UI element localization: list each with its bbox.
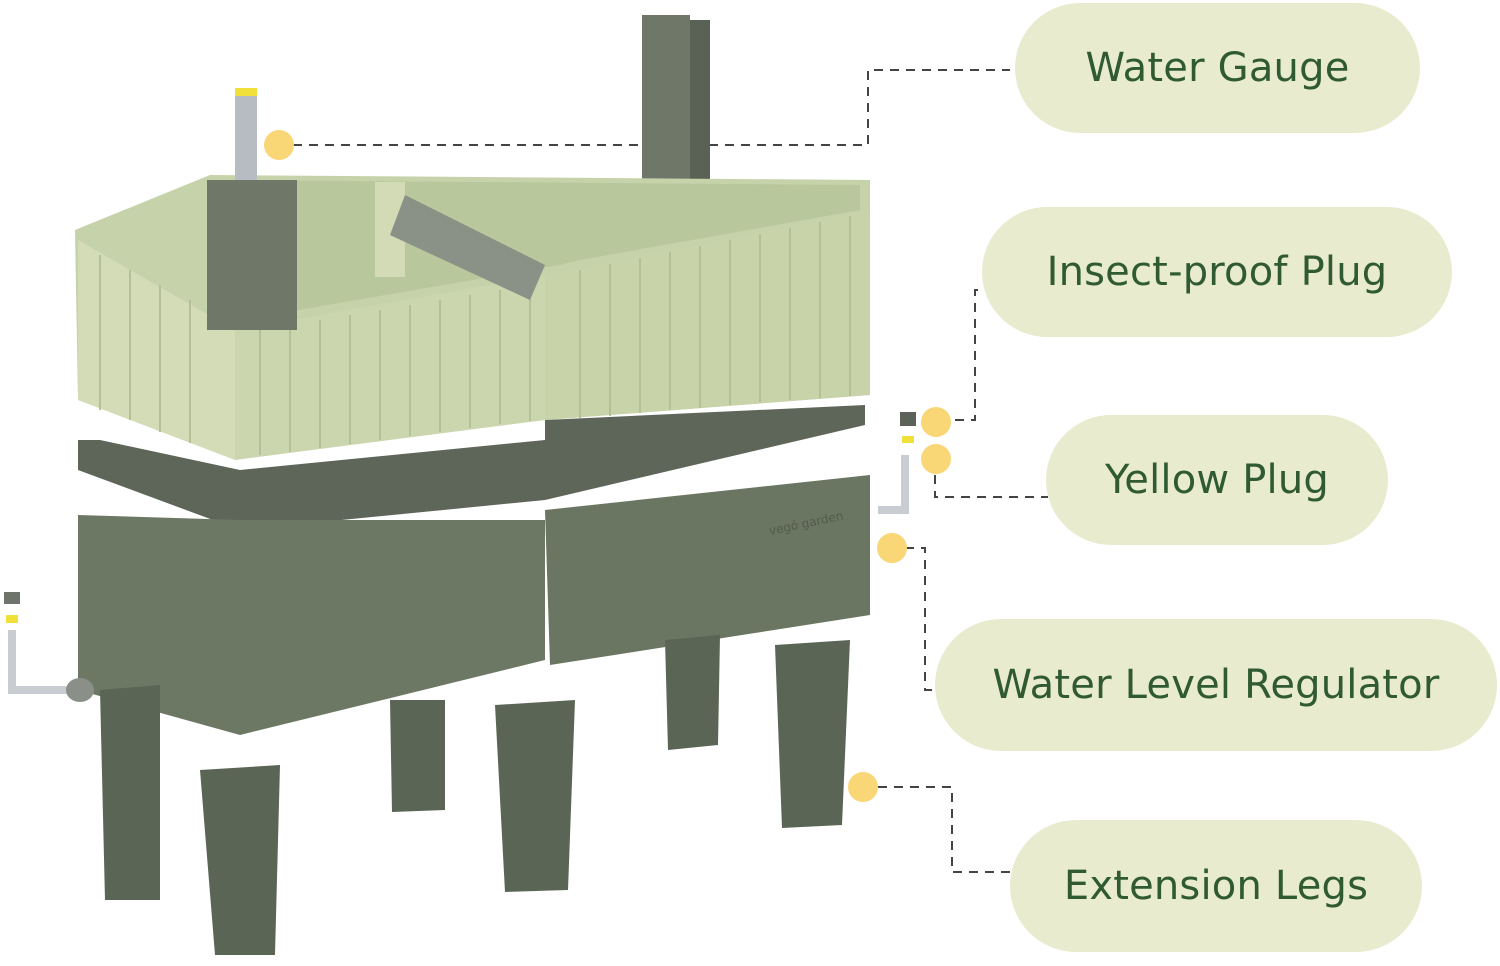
- label-text: Insect-proof Plug: [1046, 249, 1388, 295]
- callout-dot-water-gauge: [264, 130, 294, 160]
- water-gauge-left: [207, 88, 297, 330]
- leader-line-insect-proof-plug: [955, 289, 985, 421]
- callout-dot-extension-legs: [848, 772, 878, 802]
- callout-dot-water-level-regulator: [877, 533, 907, 563]
- planter-frame: [75, 175, 870, 460]
- leader-line-water-level-regulator: [905, 547, 938, 691]
- label-text: Water Gauge: [1085, 45, 1350, 91]
- label-yellow-plug: Yellow Plug: [1046, 415, 1388, 545]
- callout-dot-insect-proof-plug: [921, 407, 951, 437]
- leader-line-yellow-plug: [934, 475, 1048, 498]
- label-insect-proof-plug: Insect-proof Plug: [982, 207, 1452, 337]
- label-water-gauge: Water Gauge: [1015, 3, 1420, 133]
- leader-lines: [293, 69, 1048, 873]
- label-text: Water Level Regulator: [992, 662, 1440, 708]
- water-level-regulator-art: [4, 412, 916, 702]
- label-extension-legs: Extension Legs: [1010, 820, 1422, 952]
- label-text: Extension Legs: [1063, 863, 1369, 909]
- reservoir-base: vegó garden: [78, 475, 870, 735]
- label-text: Yellow Plug: [1104, 457, 1330, 503]
- label-water-level-regulator: Water Level Regulator: [935, 619, 1497, 751]
- callout-dot-yellow-plug: [921, 444, 951, 474]
- leader-line-extension-legs: [878, 786, 1012, 873]
- leader-line-water-gauge: [293, 69, 1010, 146]
- inner-trays: [78, 405, 865, 530]
- extension-legs-art: [100, 635, 850, 955]
